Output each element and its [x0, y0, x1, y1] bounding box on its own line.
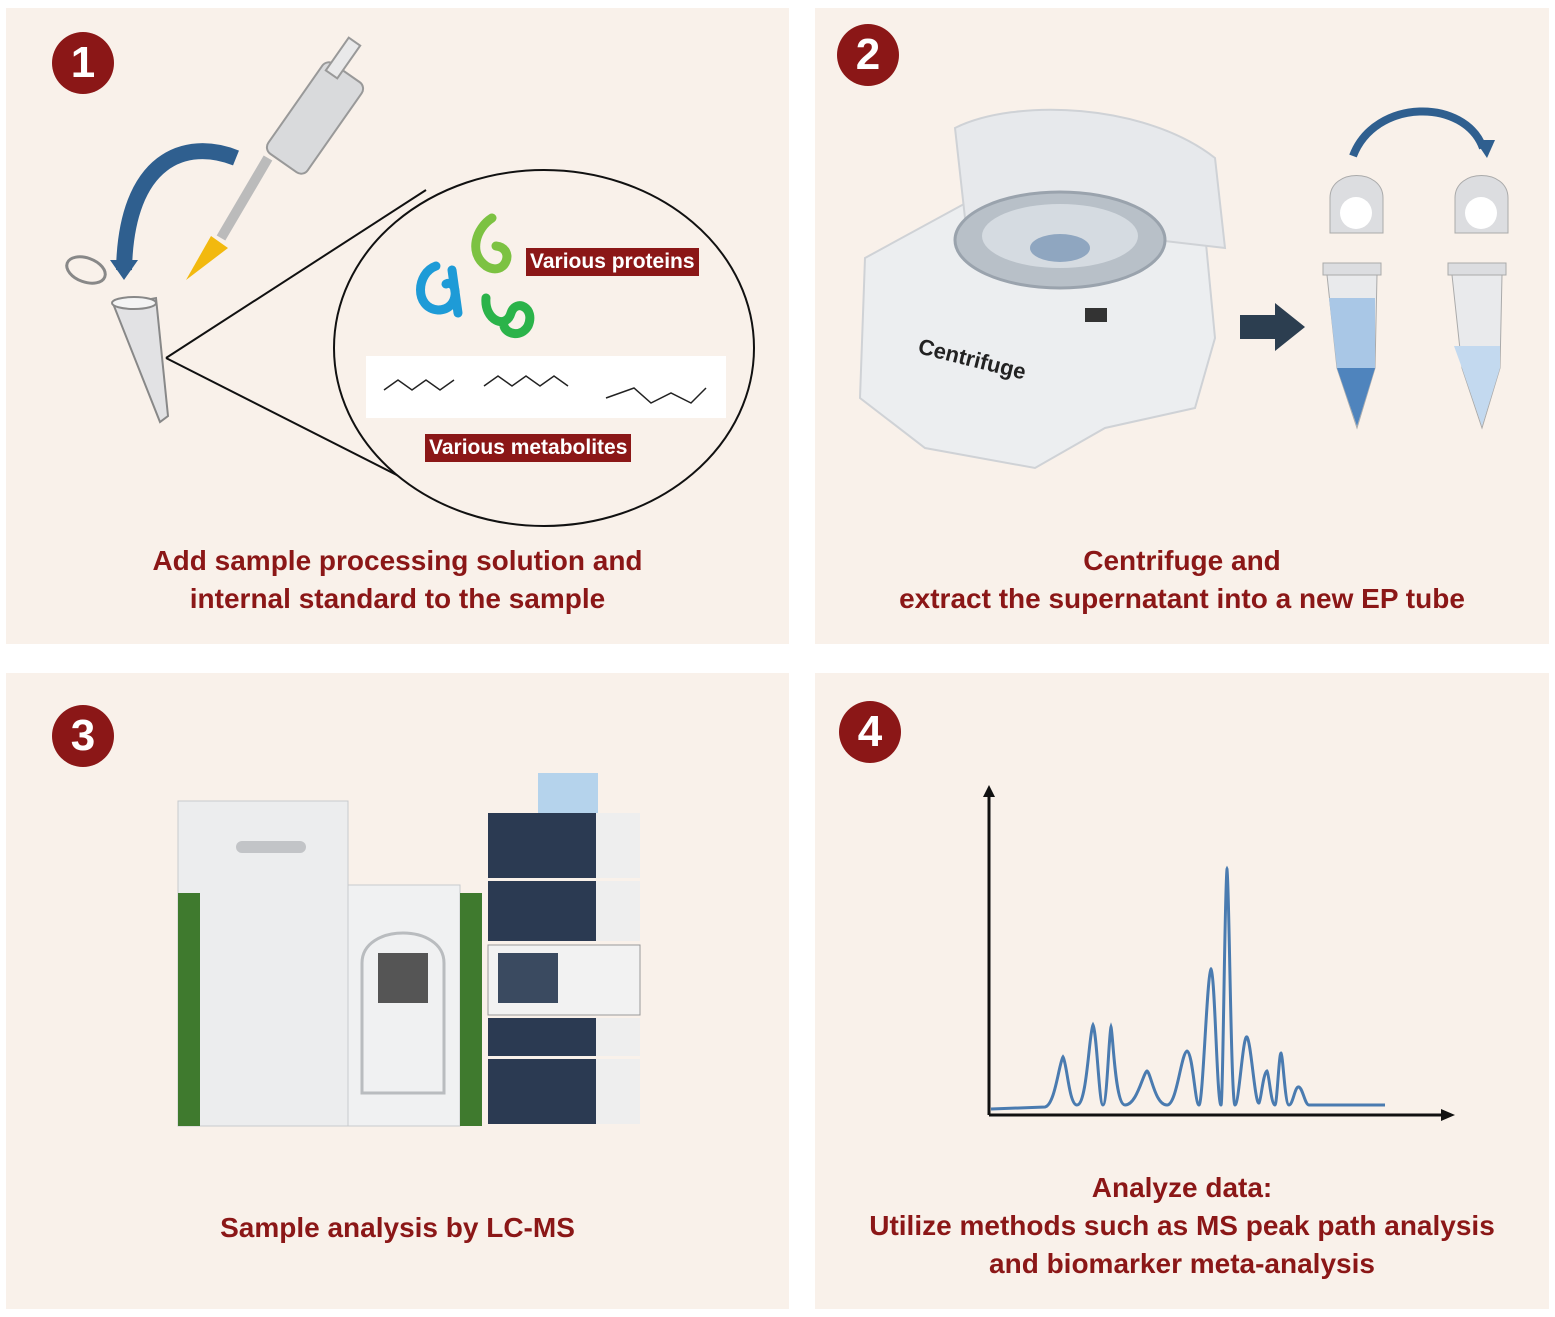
- x-axis-arrow-icon: [1441, 1109, 1455, 1121]
- arrow-head-icon: [110, 260, 138, 280]
- transfer-arrow-icon: [1349, 107, 1487, 158]
- ep-tube-icon: [1447, 175, 1509, 430]
- step-number-badge: 3: [52, 705, 114, 767]
- caption-line: Sample analysis by LC-MS: [220, 1212, 575, 1243]
- chromatogram-curve: [990, 865, 1385, 1111]
- caption-line: Analyze data:: [1091, 1172, 1273, 1203]
- chromatogram-illustration: [983, 785, 1455, 1121]
- metabolites-label: Various metabolites: [425, 434, 632, 462]
- caption-line: Add sample processing solution and: [152, 545, 643, 576]
- step-4-panel: 4 Analyze data: Utilize methods such as …: [815, 673, 1549, 1309]
- step-3-panel: 3 Sample analysis by LC-MS: [6, 673, 789, 1309]
- ep-tube-icon: [65, 255, 170, 424]
- caption-line: Centrifuge and: [1083, 545, 1281, 576]
- step-2-panel: 2 Centrifuge: [815, 8, 1549, 644]
- step-caption: Sample analysis by LC-MS: [6, 1209, 789, 1247]
- curved-arrow-icon: [116, 143, 239, 271]
- step-caption: Analyze data: Utilize methods such as MS…: [815, 1169, 1549, 1283]
- right-arrow-icon: [1240, 303, 1305, 351]
- step-caption: Centrifuge and extract the supernatant i…: [815, 542, 1549, 618]
- lc-ms-illustration: [177, 773, 641, 1127]
- caption-line: Utilize methods such as MS peak path ana…: [869, 1210, 1495, 1241]
- protein-icon: [416, 213, 535, 338]
- caption-line: internal standard to the sample: [189, 583, 606, 614]
- liquid-chromatograph-icon: [487, 773, 641, 1124]
- metabolite-structures: [366, 356, 726, 418]
- centrifuge-illustration: Centrifuge: [858, 107, 1509, 470]
- proteins-label: Various proteins: [526, 248, 699, 276]
- caption-line: extract the supernatant into a new EP tu…: [899, 583, 1465, 614]
- step-number-badge: 2: [837, 24, 899, 86]
- ep-tube-icon: [1322, 175, 1384, 430]
- centrifuge-icon: [858, 108, 1227, 470]
- step-number-badge: 1: [52, 32, 114, 94]
- pipette-icon: [186, 36, 365, 280]
- zoom-line: [165, 189, 427, 359]
- step-caption: Add sample processing solution and inter…: [6, 542, 789, 618]
- mass-spectrometer-icon: [177, 800, 482, 1127]
- caption-line: and biomarker meta-analysis: [989, 1248, 1375, 1279]
- step-1-panel: 1: [6, 8, 789, 644]
- step-number-badge: 4: [839, 701, 901, 763]
- y-axis-arrow-icon: [983, 785, 995, 797]
- zoom-circle: [333, 169, 755, 527]
